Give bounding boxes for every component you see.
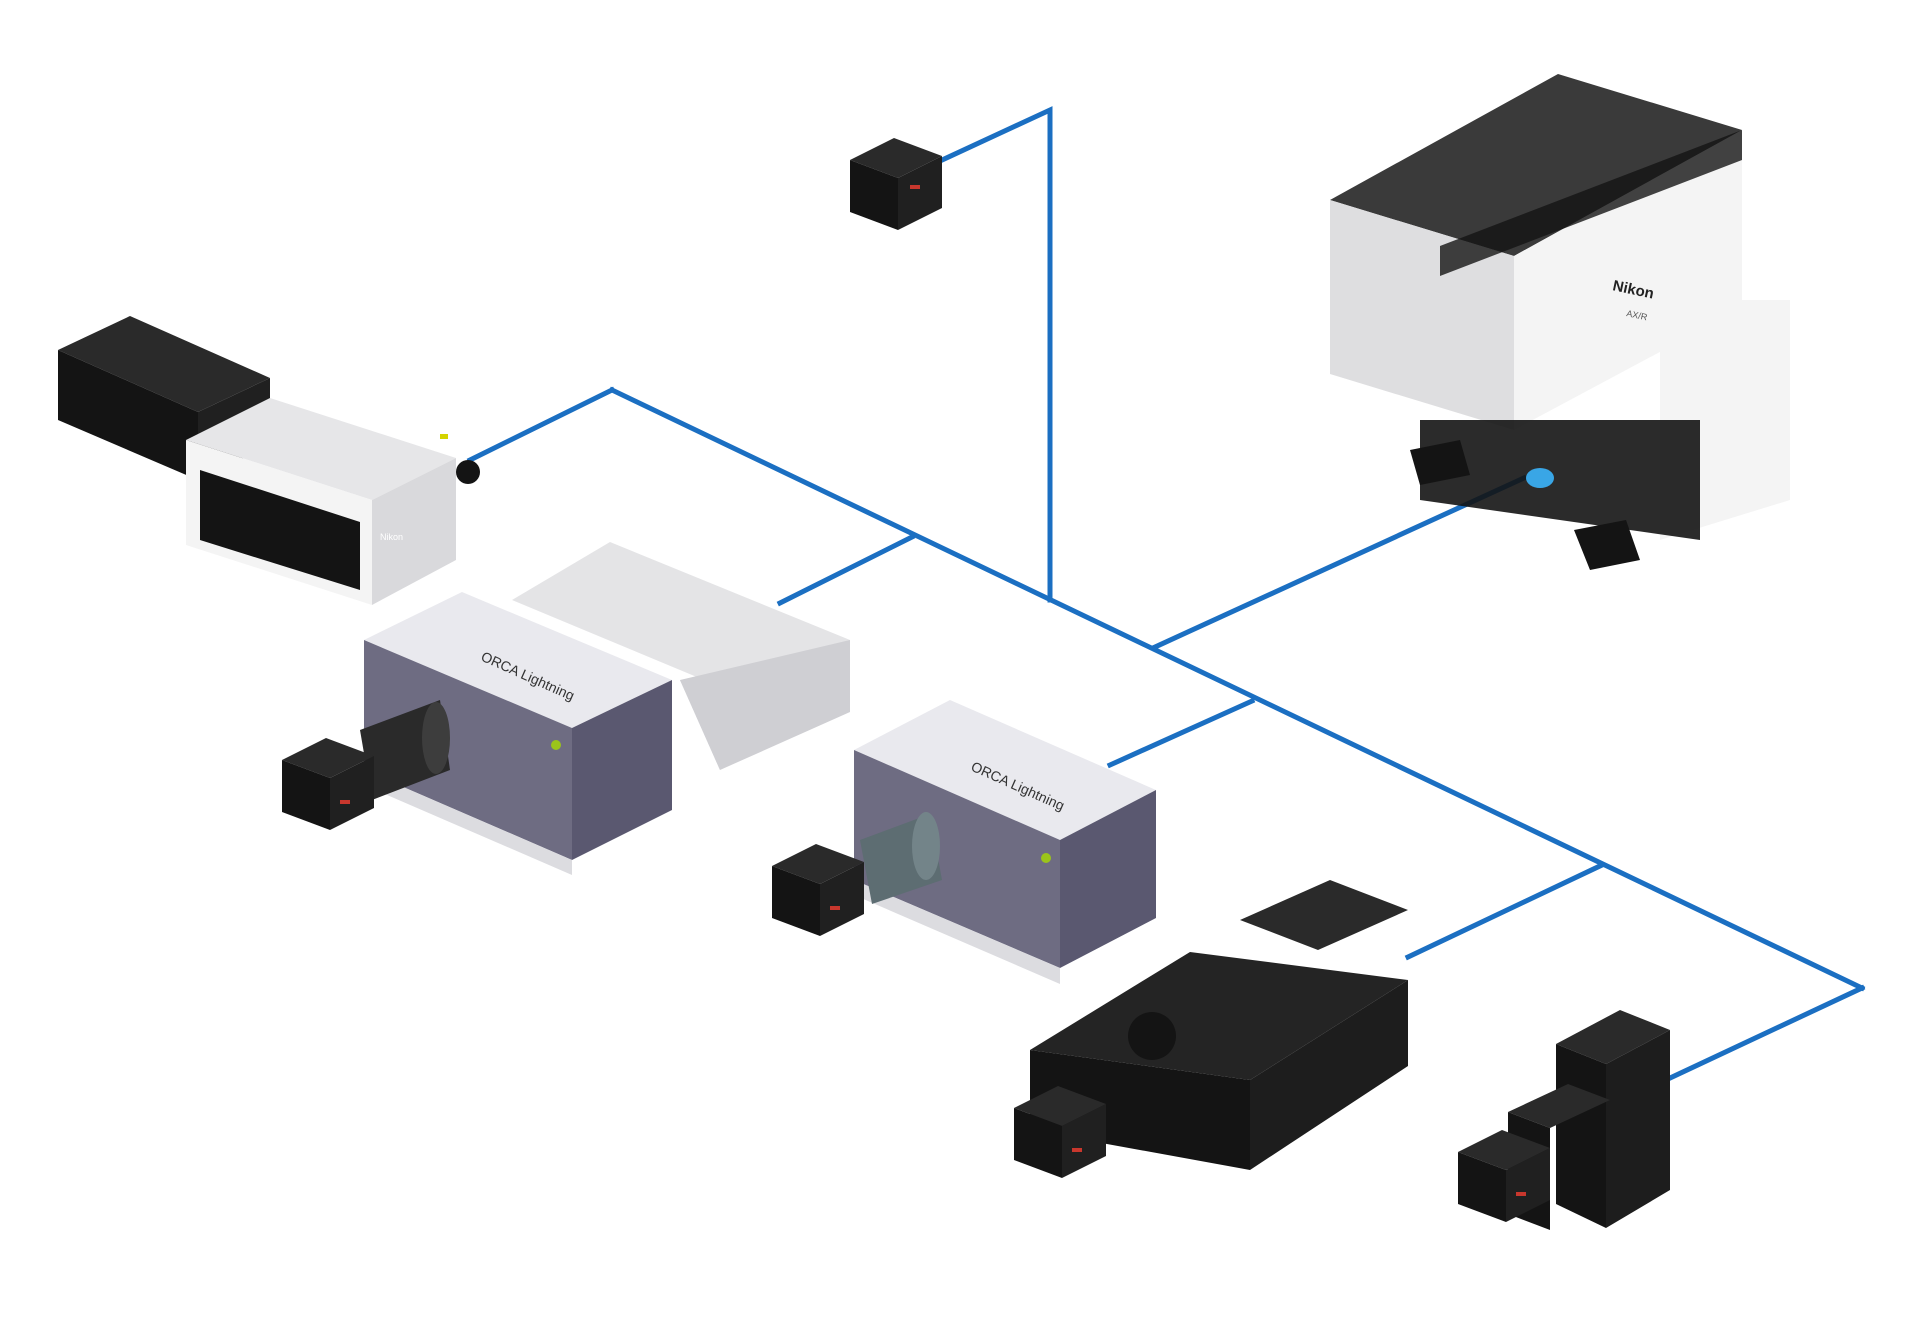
camera-top: [850, 138, 942, 230]
camera-bottom: [1014, 1086, 1106, 1178]
link-center-unit: [1106, 697, 1256, 769]
link-right-unit: [1666, 984, 1866, 1082]
camera-center: [772, 844, 864, 936]
camera-right: [1458, 1130, 1550, 1222]
unit-right: [1458, 1010, 1670, 1230]
microscope-model: AX/R: [1626, 308, 1649, 322]
link-bottom-unit: [1404, 861, 1606, 961]
unit-bottom: [1014, 880, 1408, 1178]
link-left-top-unit: [466, 386, 616, 464]
trunk-line: [608, 386, 1866, 992]
connection-network: [466, 106, 1866, 1082]
link-left-unit: [776, 533, 916, 607]
link-microscope: [1151, 474, 1528, 651]
unit-left-top: Nikon: [58, 316, 480, 605]
unit-center: ORCA Lightning: [772, 700, 1156, 984]
camera-left: [282, 738, 374, 830]
unit-left: ORCA Lightning: [282, 542, 850, 875]
microscope-main: Nikon AX/R: [1330, 74, 1790, 570]
unit-left-top-brand: Nikon: [380, 532, 403, 542]
link-top-camera: [938, 106, 1053, 603]
